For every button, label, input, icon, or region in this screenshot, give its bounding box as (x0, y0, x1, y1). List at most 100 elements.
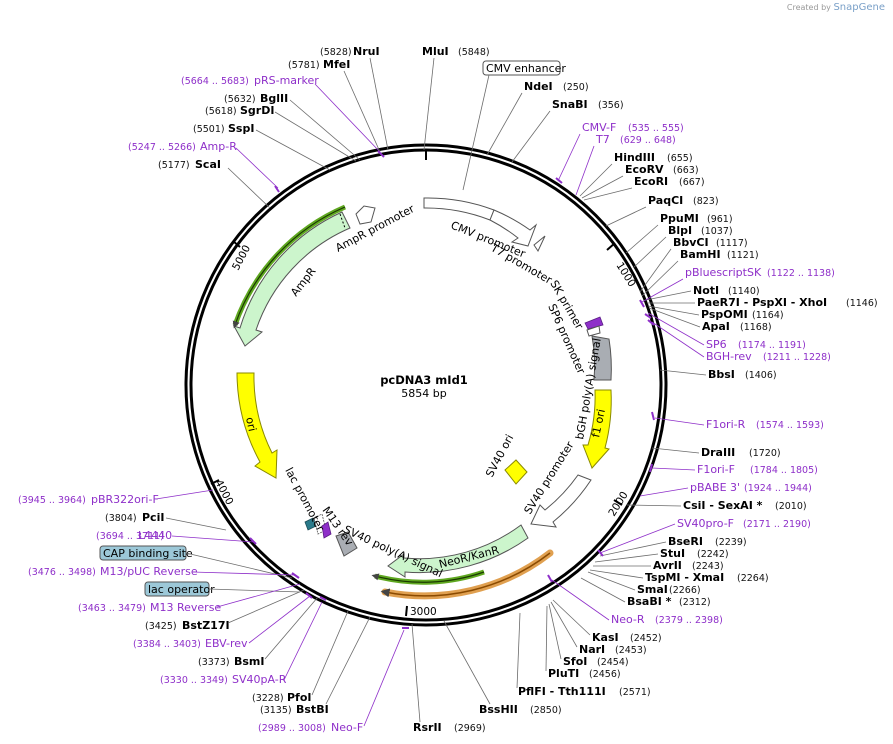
site-bsmi[interactable]: (3373) BsmI (198, 596, 319, 668)
site-pcii[interactable]: (3804) PciI (105, 511, 227, 531)
site-apai[interactable]: ApaI (1168) (648, 307, 772, 333)
cmv-enhancer-label: CMV enhancer (486, 62, 566, 75)
site-mfei[interactable]: (5781) MfeI (288, 58, 381, 153)
site-mlui[interactable]: MluI (5848) (422, 45, 490, 151)
primer-f1ori-f[interactable]: F1ori-F (1784 .. 1805) (649, 463, 818, 476)
site-name: NruI (353, 45, 380, 58)
site-sgrdi[interactable]: (5618) SgrDI (205, 104, 357, 162)
primer-amp-r[interactable]: (5247 .. 5266) Amp-R (128, 140, 280, 193)
site-bsshii[interactable]: BssHII (2850) (443, 620, 562, 716)
site-paer7i-pspxi-xhoi[interactable]: PaeR7I - PspXI - XhoI (1146) (647, 296, 878, 309)
primer-sv40pa-r[interactable]: (3330 .. 3349) SV40pA-R (160, 596, 327, 686)
primer-t7[interactable]: T7 (629 .. 648) (575, 133, 676, 196)
primer-name: Neo-F (331, 721, 363, 734)
site-name: DraIII (701, 446, 735, 459)
site-paqci[interactable]: PaqCI (823) (605, 194, 719, 227)
site-nrui[interactable]: (5828) NruI (320, 45, 389, 151)
primer-sp6[interactable]: SP6 (1174 .. 1191) (644, 312, 806, 351)
site-csii-sexai[interactable]: CsiI - SexAI * (2010) (626, 499, 807, 512)
cmv-enhancer-feature[interactable]: CMV enhancer (462, 60, 566, 191)
site-sspi[interactable]: (5501) SspI (193, 122, 331, 171)
primer-pos: (1784 .. 1805) (750, 465, 818, 476)
m13-rev-mark[interactable] (321, 521, 332, 539)
primer-pos: (1924 .. 1944) (744, 483, 812, 494)
site-hindiii[interactable]: HindIII (655) (579, 151, 693, 197)
primer-pos: (3384 .. 3403) (133, 639, 201, 650)
sv40-polya-mark[interactable] (335, 531, 358, 557)
ampr-promoter-mark[interactable] (355, 205, 376, 225)
site-bbsi[interactable]: BbsI (1406) (659, 368, 777, 381)
site-snabi[interactable]: SnaBI (356) (511, 98, 624, 163)
site-kasi[interactable]: KasI (2452) (552, 599, 662, 644)
site-bstbi[interactable]: (3135) BstBI (260, 616, 371, 716)
primer-prs-marker[interactable]: (5664 .. 5683) pRS-marker (181, 74, 385, 158)
primer-m13-reverse[interactable]: (3463 .. 3479) M13 Reverse (78, 583, 301, 614)
site-pos: (3804) (105, 513, 137, 524)
site-bglii[interactable]: (5632) BglII (224, 92, 361, 161)
primer-name: pBluescriptSK (685, 266, 762, 279)
site-pspomi[interactable]: PspOMI (1164) (647, 305, 784, 321)
ori-arrow[interactable] (236, 372, 278, 479)
site-blpi[interactable]: BlpI (1037) (632, 224, 733, 269)
site-ppumi[interactable]: PpuMI (961) (625, 212, 733, 254)
primer-f1ori-r[interactable]: F1ori-R (1574 .. 1593) (651, 411, 824, 431)
primer-neo-r[interactable]: Neo-R (2379 .. 2398) (547, 574, 723, 626)
primer-ebv-rev[interactable]: (3384 .. 3403) EBV-rev (133, 592, 313, 650)
primer-sv40pro-f[interactable]: SV40pro-F (2171 .. 2190) (597, 517, 811, 557)
neor-kanr-arrow[interactable] (387, 524, 529, 578)
site-pos: (667) (679, 177, 705, 188)
site-sfoi[interactable]: SfoI (2454) (548, 603, 629, 668)
site-avrii[interactable]: AvrII (2243) (593, 559, 724, 572)
site-ecorv[interactable]: EcoRV (663) (581, 163, 699, 199)
site-pos: (1720) (749, 448, 781, 459)
site-nari[interactable]: NarI (2453) (550, 601, 647, 656)
primer-pbabe-3[interactable]: pBABE 3' (1924 .. 1944) (639, 481, 812, 497)
primer-neo-f[interactable]: (2989 .. 3008) Neo-F (258, 627, 409, 734)
site-pflfi-tth111i[interactable]: PflFI - Tth111I (2571) (516, 612, 651, 698)
site-pluti[interactable]: PluTI (2456) (545, 605, 621, 680)
cap-binding-site-feature[interactable]: CAP binding site (99, 545, 293, 579)
cap-binding-site-label: CAP binding site (103, 547, 193, 560)
cmv-promoter-arrow[interactable] (489, 209, 538, 247)
site-bseri[interactable]: BseRI (2239) (599, 535, 747, 557)
site-pfoi[interactable]: (3228) PfoI (252, 610, 349, 704)
site-ndei[interactable]: NdeI (250) (486, 80, 589, 156)
plasmid-name: pcDNA3 mId1 (380, 373, 468, 387)
t7-promoter-arrow[interactable] (533, 235, 546, 253)
site-name: PfoI (287, 691, 312, 704)
site-smai[interactable]: SmaI (2266) (587, 571, 701, 596)
site-ecori[interactable]: EcoRI (667) (583, 175, 705, 201)
sp6-promoter-mark[interactable] (586, 325, 601, 337)
cmv-promoter-arc-1[interactable] (423, 197, 495, 221)
site-bamhi[interactable]: BamHI (1121) (641, 248, 759, 297)
primer-pbr322ori-f[interactable]: (3945 .. 3964) pBR322ori-F (18, 489, 214, 506)
site-name: PluTI (548, 667, 579, 680)
site-rsrii[interactable]: RsrII (2969) (411, 623, 486, 734)
primer-pos: (5247 .. 5266) (128, 142, 196, 153)
primer-l4440[interactable]: (3694 .. 3711) L4440 (96, 529, 257, 545)
lac-operator-feature[interactable]: lac operator (144, 581, 301, 597)
site-pos: (663) (673, 165, 699, 176)
sv40-ori-mark[interactable] (504, 459, 528, 485)
site-scai[interactable]: (5177) ScaI (158, 158, 271, 209)
site-name: PflFI - Tth111I (518, 685, 606, 698)
ampr-arrow[interactable] (232, 211, 351, 347)
primer-m13-puc-reverse[interactable]: (3476 .. 3498) M13/pUC Reverse (28, 565, 300, 579)
site-tspmi-xmai[interactable]: TspMI - XmaI (2264) (589, 569, 769, 584)
site-draiii[interactable]: DraIII (1720) (651, 446, 781, 459)
site-bstz17i[interactable]: (3425) BstZ17I (145, 589, 305, 632)
primer-bgh-rev[interactable]: BGH-rev (1211 .. 1228) (647, 319, 831, 363)
primer-pos: (2989 .. 3008) (258, 723, 326, 734)
site-name: PaeR7I - PspXI - XhoI (697, 296, 827, 309)
site-name: NarI (579, 643, 605, 656)
bgh-polya-arc[interactable] (591, 335, 612, 381)
sv40-promoter-arrow[interactable] (530, 474, 592, 528)
site-stui[interactable]: StuI (2242) (594, 547, 729, 563)
site-bbvci[interactable]: BbvCI (1117) (639, 236, 748, 293)
f1-ori-arrow[interactable] (582, 389, 612, 469)
primer-pbluescriptsk[interactable]: pBluescriptSK (1122 .. 1138) (639, 266, 835, 308)
site-noti[interactable]: NotI (1140) (645, 284, 760, 301)
site-bsabi[interactable]: BsaBI * (2312) (580, 577, 711, 608)
primer-cmv-f[interactable]: CMV-F (535 .. 555) (555, 121, 684, 184)
